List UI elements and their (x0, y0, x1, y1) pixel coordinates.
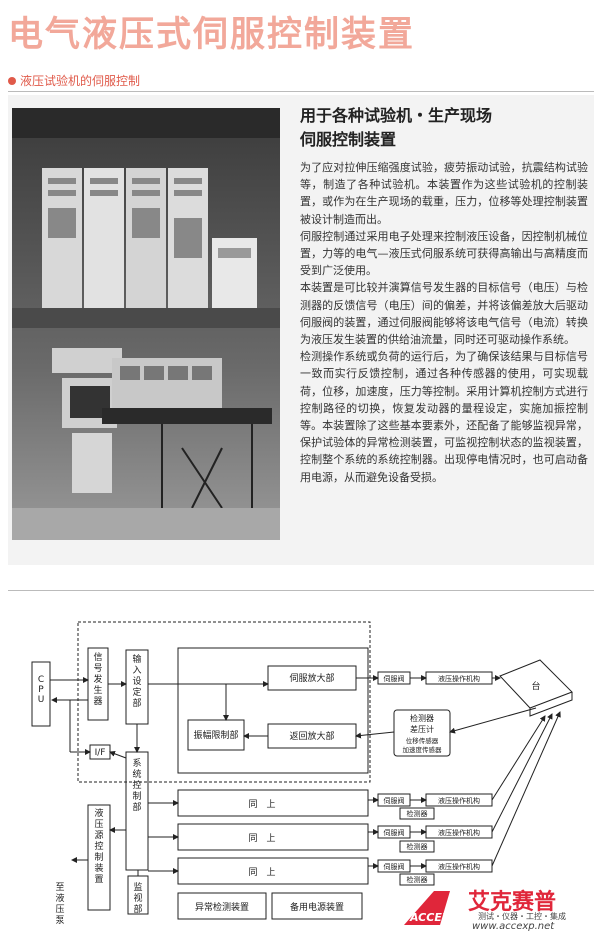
same-label: 同 上 (248, 867, 275, 878)
body-text: 为了应对拉伸压缩强度试验，疲劳振动试验，抗震结构试验等，制造了各种试验机。本装置… (300, 159, 588, 486)
brand-logo: ACCEXP 艾克赛普 测试・仪器・工控・集成 www.accexp.net (404, 889, 566, 931)
detector-line: 差压计 (410, 724, 434, 734)
paragraph: 检测操作系统或负荷的运行后，为了确保该结果与目标信号一致而实行反馈控制，通过各种… (300, 350, 588, 484)
equipment-photo (12, 108, 280, 540)
logo-url: www.accexp.net (472, 921, 555, 931)
section-subtitle: 液压试验机的伺服控制 (8, 72, 140, 89)
paragraph: 为了应对拉伸压缩强度试验，疲劳振动试验，抗震结构试验等，制造了各种试验机。本装置… (300, 161, 588, 226)
detector-label: 检测器 (407, 842, 428, 851)
if-label: I/F (95, 748, 106, 758)
servo-valve-label: 伺服阀 (384, 674, 405, 683)
backup-power-label: 备用电源装置 (290, 901, 344, 913)
detector-line: 加速度传感器 (403, 745, 443, 754)
amplitude-limit-label: 振幅限制部 (193, 729, 238, 741)
to-hydraulic-label: 至液压泵 (55, 882, 64, 926)
detector-label: 检测器 (407, 809, 428, 818)
section-divider (8, 590, 594, 591)
logo-mark-icon (404, 891, 450, 925)
paragraph: 伺服控制通过采用电子处理来控制液压设备，因控制机械位置，力等的电气—液压式伺服系… (300, 229, 588, 278)
hydraulic-control-label: 液压源控制装置 (94, 807, 103, 885)
system-control-label: 系统控制部 (132, 758, 141, 813)
header-divider (8, 91, 594, 92)
return-amp-label: 返回放大部 (289, 730, 334, 742)
signal-gen-label: 信号发生器 (93, 651, 102, 707)
logo-en-text: ACCEXP (409, 911, 458, 924)
detector-line: 位移传感器 (406, 736, 439, 745)
servo-valve-label: 伺服阀 (384, 862, 405, 871)
actuator-label: 液压操作机构 (438, 796, 480, 805)
logo-tagline: 测试・仪器・工控・集成 (478, 911, 566, 921)
same-label: 同 上 (248, 833, 275, 844)
monitor-label: 监视部 (133, 881, 142, 915)
servo-valve-label: 伺服阀 (384, 828, 405, 837)
heading-line-2: 伺服控制装置 (300, 130, 397, 149)
detector-line: 检测器 (410, 713, 434, 723)
paragraph: 本装置是可比较并演算信号发生器的目标信号（电压）与检测器的反馈信号（电压）间的偏… (300, 281, 588, 347)
same-label: 同 上 (248, 799, 275, 810)
servo-valve-label: 伺服阀 (384, 796, 405, 805)
bullet-dot-icon (8, 77, 16, 85)
logo-cn-text: 艾克赛普 (468, 889, 556, 915)
actuator-label: 液压操作机构 (438, 674, 480, 683)
abnormal-detect-label: 异常检测装置 (195, 901, 249, 913)
actuator-label: 液压操作机构 (438, 862, 480, 871)
subtitle-text: 液压试验机的伺服控制 (20, 74, 141, 88)
section-heading: 用于各种试验机・生产现场 伺服控制装置 (300, 104, 492, 152)
detector-label: 检测器 (407, 875, 428, 884)
heading-line-1: 用于各种试验机・生产现场 (300, 106, 493, 125)
input-setting-label: 输入设定部 (132, 653, 141, 709)
table-label: 台 (531, 680, 540, 692)
actuator-label: 液压操作机构 (438, 828, 480, 837)
page-title: 电气液压式伺服控制装置 (8, 15, 416, 55)
servo-amp-label: 伺服放大部 (289, 672, 334, 684)
